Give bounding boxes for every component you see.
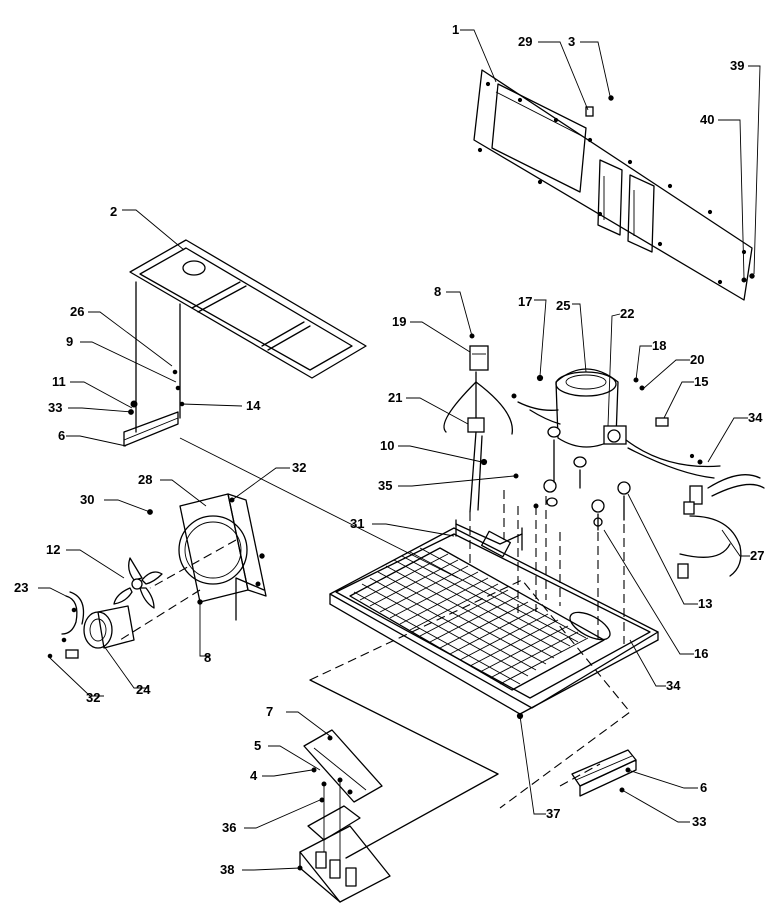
callout-12: 12	[46, 542, 60, 557]
rear-panel	[473, 69, 755, 301]
leader-lines	[38, 29, 761, 871]
left-bracket	[123, 369, 185, 447]
callout-6b: 6	[700, 780, 707, 795]
callout-29: 29	[518, 34, 532, 49]
callout-16: 16	[694, 646, 708, 661]
base-pan-condenser	[329, 519, 659, 720]
relay-and-thermostat	[443, 333, 539, 513]
callout-1: 1	[452, 22, 459, 37]
assembly-lines	[119, 437, 631, 859]
callout-21: 21	[388, 390, 402, 405]
right-bracket	[571, 749, 637, 797]
callout-35: 35	[378, 478, 392, 493]
callout-labels: 1 29 3 39 40 2 26 9 11 33 6 14 8 19 21 1…	[14, 22, 764, 877]
callout-36: 36	[222, 820, 236, 835]
callout-37: 37	[546, 806, 560, 821]
callout-40: 40	[700, 112, 714, 127]
callout-24: 24	[136, 682, 151, 697]
callout-33a: 33	[48, 400, 62, 415]
fan-motor-assembly	[47, 557, 163, 659]
callout-32b: 32	[86, 690, 100, 705]
callout-5: 5	[254, 738, 261, 753]
fan-shroud	[147, 493, 267, 621]
callout-34a: 34	[748, 410, 763, 425]
callout-25: 25	[556, 298, 570, 313]
callout-18: 18	[652, 338, 666, 353]
compressor	[511, 368, 765, 579]
callout-33b: 33	[692, 814, 706, 829]
callout-23: 23	[14, 580, 28, 595]
callout-13: 13	[698, 596, 712, 611]
callout-22: 22	[620, 306, 634, 321]
callout-30: 30	[80, 492, 94, 507]
callout-4: 4	[250, 768, 258, 783]
callout-7: 7	[266, 704, 273, 719]
compressor-grommets	[543, 426, 631, 531]
callout-8a: 8	[434, 284, 441, 299]
top-plate	[129, 239, 367, 433]
callout-32a: 32	[292, 460, 306, 475]
callout-39: 39	[730, 58, 744, 73]
callout-11: 11	[52, 374, 66, 389]
callout-9: 9	[66, 334, 73, 349]
lower-bracket-assembly	[297, 729, 391, 903]
callout-34b: 34	[666, 678, 681, 693]
callout-28: 28	[138, 472, 152, 487]
callout-10: 10	[380, 438, 394, 453]
callout-38: 38	[220, 862, 234, 877]
callout-31: 31	[350, 516, 364, 531]
callout-26: 26	[70, 304, 84, 319]
callout-3: 3	[568, 34, 575, 49]
callout-8b: 8	[204, 650, 211, 665]
callout-20: 20	[690, 352, 704, 367]
callout-19: 19	[392, 314, 406, 329]
callout-17: 17	[518, 294, 532, 309]
callout-2: 2	[110, 204, 117, 219]
callout-27: 27	[750, 548, 764, 563]
callout-14: 14	[246, 398, 261, 413]
callout-6a: 6	[58, 428, 65, 443]
callout-15: 15	[694, 374, 708, 389]
